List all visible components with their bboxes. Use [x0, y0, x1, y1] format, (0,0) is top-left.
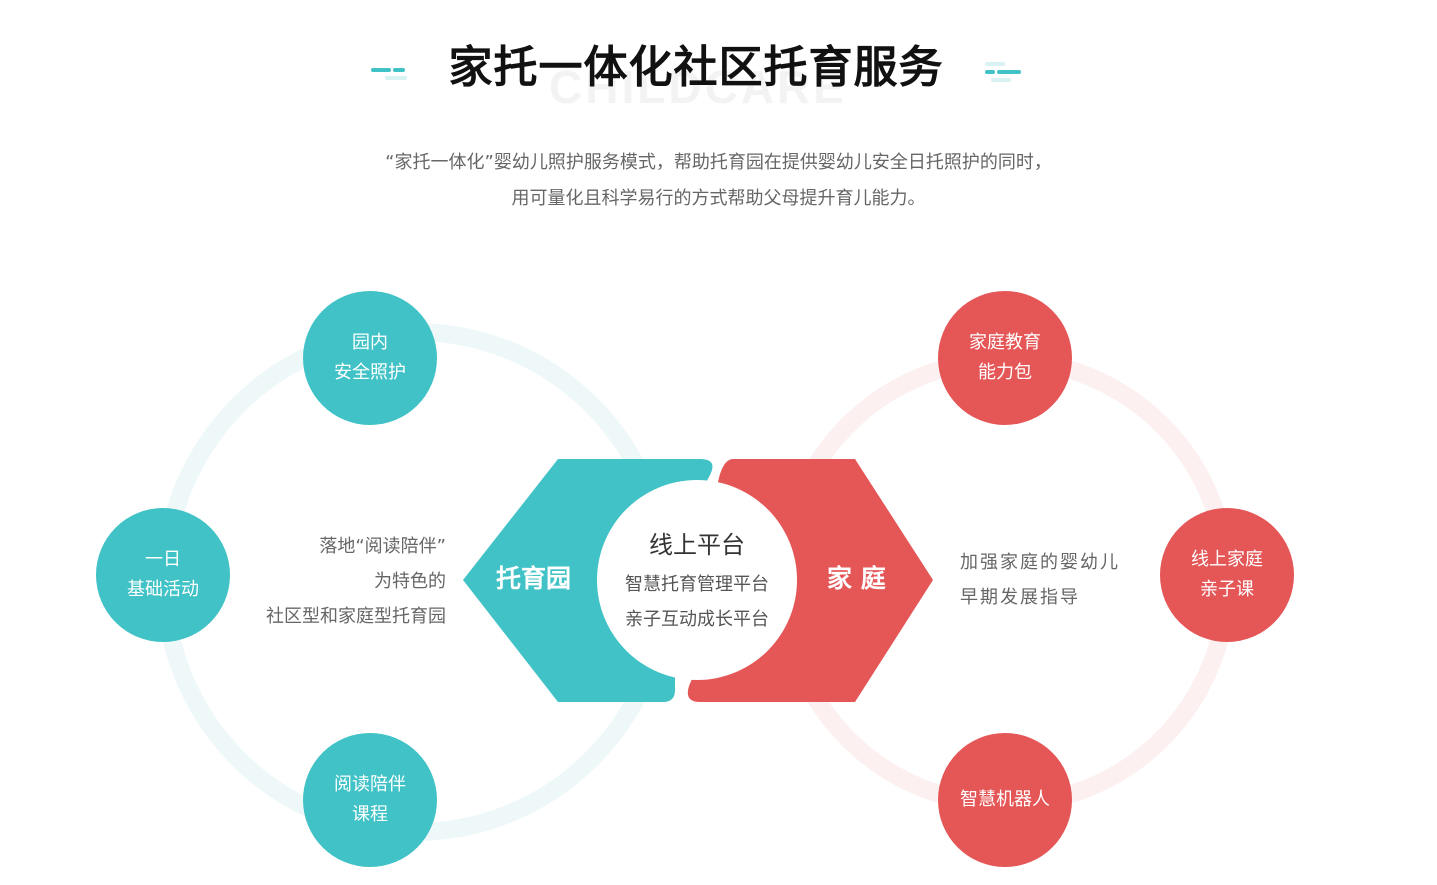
hub-label-family: 家 庭 [827, 564, 886, 593]
center-item-management-platform: 智慧托育管理平台 [625, 574, 769, 595]
center-title: 线上平台 [649, 531, 745, 559]
right-text-line: 早期发展指导 [960, 587, 1080, 608]
node-line: 线上家庭 [1191, 549, 1263, 570]
node-smart-robot: 智慧机器人 [938, 733, 1072, 867]
node-line: 智慧机器人 [960, 789, 1050, 810]
page-title: 家托一体化社区托育服务 [448, 42, 944, 93]
node-line: 园内 [352, 332, 388, 353]
node-line: 阅读陪伴 [334, 774, 406, 795]
node-line: 基础活动 [127, 579, 199, 600]
node-line: 能力包 [978, 362, 1032, 383]
node-line: 亲子课 [1200, 579, 1254, 600]
node-online-parent-child-class: 线上家庭 亲子课 [1160, 508, 1294, 642]
left-description: 落地“阅读陪伴” 为特色的 社区型和家庭型托育园 [220, 529, 446, 634]
node-family-education-pack: 家庭教育 能力包 [938, 291, 1072, 425]
node-line: 一日 [145, 549, 181, 570]
description-line-2: 用可量化且科学易行的方式帮助父母提升育儿能力。 [511, 188, 926, 209]
node-reading-course: 阅读陪伴 课程 [303, 733, 437, 867]
title-deco-right [985, 62, 1025, 86]
left-text-line: 为特色的 [374, 571, 446, 592]
node-line: 家庭教育 [969, 332, 1041, 353]
right-text-line: 加强家庭的婴幼儿 [960, 552, 1120, 573]
node-daily-activities: 一日 基础活动 [96, 508, 230, 642]
title-watermark: CHILDCARE [549, 61, 847, 113]
title-deco-left [371, 62, 411, 86]
node-line: 安全照护 [334, 362, 406, 383]
left-text-line: 落地“阅读陪伴” [319, 536, 446, 557]
description-line-1: “家托一体化”婴幼儿照护服务模式，帮助托育园在提供婴幼儿安全日托照护的同时， [385, 152, 1052, 173]
node-line: 课程 [352, 804, 388, 825]
center-item-interaction-platform: 亲子互动成长平台 [625, 609, 769, 630]
hub-label-nursery: 托育园 [496, 564, 572, 593]
right-description: 加强家庭的婴幼儿 早期发展指导 [960, 545, 1160, 615]
left-text-line: 社区型和家庭型托育园 [266, 606, 446, 627]
center-circle [597, 480, 797, 680]
node-campus-safety-care: 园内 安全照护 [303, 291, 437, 425]
